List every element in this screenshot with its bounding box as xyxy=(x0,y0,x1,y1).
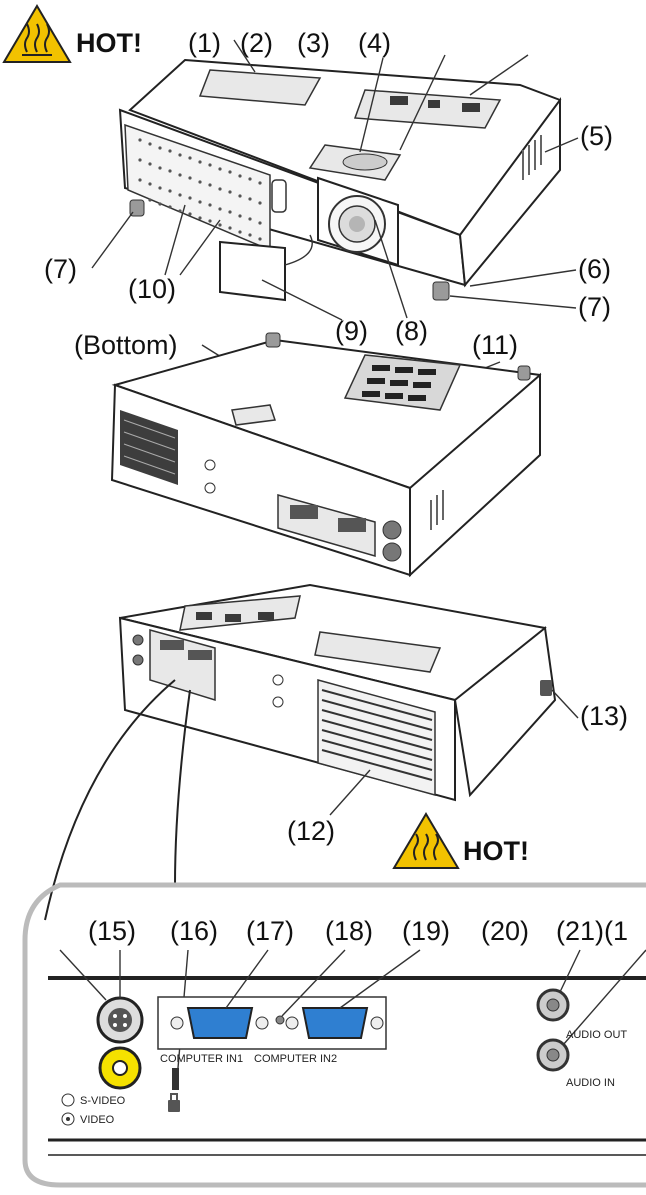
callout-8: (8) xyxy=(395,316,428,346)
callout-9: (9) xyxy=(335,316,368,346)
callout-10: (10) xyxy=(128,274,176,304)
callout-12: (12) xyxy=(287,816,335,846)
callout-15: (15) xyxy=(88,916,136,946)
video-label: VIDEO xyxy=(80,1114,115,1126)
callout-20: (20) xyxy=(481,916,529,946)
s-video-label: S-VIDEO xyxy=(80,1095,126,1107)
s-video-symbol-icon xyxy=(61,1093,75,1107)
connector-panel-detail: (15) (16) (17) (18) (19) (20) (21)(1 S-V… xyxy=(22,882,646,1188)
projector-rear-view xyxy=(118,583,557,802)
computer-in1-label: COMPUTER IN1 xyxy=(160,1053,243,1065)
callout-16: (16) xyxy=(170,916,218,946)
callout-18: (18) xyxy=(325,916,373,946)
bottom-view-label: (Bottom) xyxy=(74,330,178,360)
callout-13: (13) xyxy=(580,701,628,731)
heat-warning-icon-rear xyxy=(392,812,460,869)
callout-21: (21)(1 xyxy=(556,916,628,946)
kensington-slot xyxy=(172,1068,179,1090)
callout-7-right: (7) xyxy=(578,292,611,322)
callout-4: (4) xyxy=(358,28,391,58)
video-symbol-icon xyxy=(61,1112,75,1126)
computer-in2-label: COMPUTER IN2 xyxy=(254,1053,337,1065)
hot-warning-label: HOT! xyxy=(76,28,142,58)
callout-5: (5) xyxy=(580,121,613,151)
audio-in-label: AUDIO IN xyxy=(566,1077,615,1089)
callout-2: (2) xyxy=(240,28,273,58)
projector-front-view xyxy=(118,58,562,302)
callout-19: (19) xyxy=(402,916,450,946)
hot-warning-label-rear: HOT! xyxy=(463,836,529,866)
callout-17: (17) xyxy=(246,916,294,946)
intake-vent-grill xyxy=(124,123,271,252)
projector-bottom-view xyxy=(110,332,542,578)
callout-6: (6) xyxy=(578,254,611,284)
callout-7-left: (7) xyxy=(44,254,77,284)
exhaust-vent xyxy=(317,679,436,796)
kensington-lock-icon xyxy=(168,1093,180,1112)
audio-out-label: AUDIO OUT xyxy=(566,1029,627,1041)
heat-warning-icon xyxy=(2,4,72,63)
callout-1: (1) xyxy=(188,28,221,58)
callout-11: (11) xyxy=(472,330,518,360)
callout-3: (3) xyxy=(297,28,330,58)
